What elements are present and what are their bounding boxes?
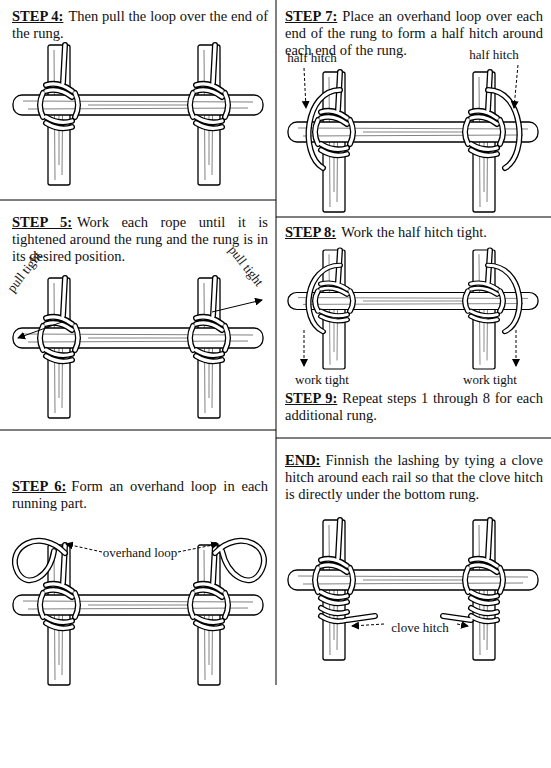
- step-heading: STEP 9:: [285, 390, 337, 406]
- step-paragraph: STEP 8: Work the half hitch tight.: [285, 224, 543, 241]
- step-heading: STEP 7:: [285, 8, 337, 24]
- leader-arrow: [178, 544, 218, 552]
- rope-outline: [315, 250, 503, 321]
- callout-label: work tight: [463, 373, 517, 387]
- rope-outline: [315, 72, 503, 155]
- step8-lashing: [288, 250, 538, 369]
- callout-label: overhand loop: [103, 546, 178, 560]
- rope-body: [315, 72, 503, 155]
- half-hitch-body: [309, 90, 520, 168]
- rope-outline: [315, 520, 503, 603]
- step5-lashing: [13, 278, 263, 418]
- rope-body: [40, 45, 228, 128]
- callout-label: half hitch: [287, 51, 336, 65]
- callout-label: clove hitch: [391, 621, 448, 635]
- step-heading: STEP 8:: [285, 224, 336, 240]
- clove-hitch-outline: [321, 608, 497, 621]
- step-heading: STEP 6:: [12, 478, 66, 494]
- loop-body: [15, 541, 264, 580]
- rope-body: [315, 250, 503, 321]
- clove-hitch-body: [321, 608, 497, 621]
- callout-label: half hitch: [469, 48, 518, 62]
- step-instruction: Work the half hitch tight.: [341, 224, 487, 240]
- half-hitch-outline: [309, 265, 520, 331]
- rails-and-rung: [13, 278, 263, 418]
- leader-arrow: [516, 330, 517, 366]
- rails-and-rung: [288, 72, 538, 212]
- rope-body: [315, 520, 503, 603]
- half-hitch-outline: [309, 90, 520, 168]
- section-rule: [276, 217, 551, 218]
- section-rule: [0, 430, 276, 431]
- leader-arrow: [352, 624, 384, 626]
- half-hitch-body: [309, 265, 520, 331]
- step-paragraph: STEP 4:Then pull the loop over the end o…: [12, 8, 268, 42]
- section-rule: [0, 200, 276, 201]
- loop-outline: [15, 541, 264, 580]
- step-paragraph: STEP 6:Form an overhand loop in each run…: [12, 478, 268, 512]
- step4-lashing: [13, 45, 263, 185]
- leader-arrow: [514, 65, 518, 108]
- step-paragraph: STEP 9:Repeat steps 1 through 8 for each…: [285, 390, 543, 424]
- rope-outline: [40, 278, 228, 361]
- step-heading: STEP 5:: [12, 214, 72, 230]
- step-heading: END:: [285, 452, 320, 468]
- callout-label: work tight: [295, 373, 349, 387]
- rope-body: [40, 278, 228, 361]
- step-instruction: Finnish the lashing by tying a clove hit…: [285, 452, 543, 502]
- step7-lashing: [288, 72, 538, 212]
- rails-and-rung: [13, 45, 263, 185]
- arrow-label: pull tight: [226, 243, 266, 289]
- end-lashing: [288, 520, 538, 660]
- leader-arrow: [66, 544, 102, 552]
- pull-arrow: [18, 322, 62, 338]
- rope-outline: [40, 45, 228, 128]
- rope-outline: [40, 545, 228, 628]
- rails-and-rung: [288, 250, 538, 369]
- rails-and-rung: [288, 520, 538, 660]
- leader-arrow: [304, 68, 306, 108]
- rope-body: [40, 545, 228, 628]
- pull-arrow: [212, 300, 262, 312]
- section-rule: [276, 438, 551, 439]
- step-paragraph: END:Finnish the lashing by tying a clove…: [285, 452, 543, 503]
- column-divider: [276, 0, 277, 685]
- step-heading: STEP 4:: [12, 8, 63, 24]
- leader-arrow: [304, 330, 305, 366]
- step6-lashing: [13, 541, 264, 685]
- leader-arrow: [457, 624, 468, 626]
